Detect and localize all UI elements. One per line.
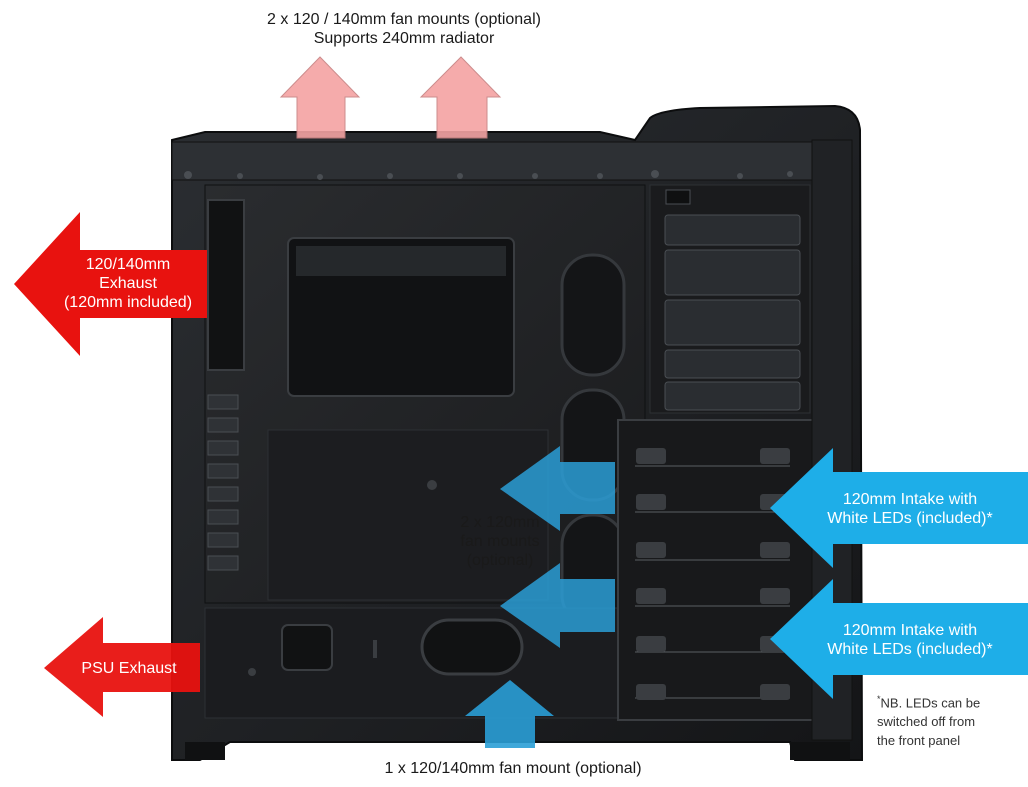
bottom-fan-mount-label: 1 x 120/140mm fan mount (optional) — [384, 760, 642, 777]
intake-top-line2: White LEDs (included)* — [827, 510, 993, 528]
footnote-line2: switched off from — [877, 714, 976, 730]
footnote-line3: the front panel — [877, 733, 961, 749]
middle-fan-mounts-label: 2 x 120mm fan mounts (optional) — [435, 513, 565, 571]
intake-bottom-line1: 120mm Intake with — [842, 622, 978, 639]
psu-exhaust-arrow — [44, 617, 200, 717]
front-intake-top-label: 120mm Intake with White LEDs (included)* — [795, 490, 1025, 528]
exhaust-label-line1: 120/140mm — [85, 256, 171, 273]
middle-label-line3: (optional) — [466, 552, 534, 570]
footnote-line1: NB. LEDs can be — [880, 695, 981, 711]
top-fan-mounts-label: 2 x 120 / 140mm fan mounts (optional) Su… — [204, 10, 604, 48]
psu-exhaust-label: PSU Exhaust — [81, 660, 177, 677]
middle-label-line1: 2 x 120mm — [460, 514, 540, 531]
top-fan-arrow-right — [419, 56, 502, 139]
intake-bottom-line2: White LEDs (included)* — [827, 641, 993, 659]
exhaust-label-line2: Exhaust — [99, 275, 157, 293]
top-fan-arrow-left — [279, 56, 361, 139]
rear-exhaust-arrow — [14, 212, 207, 356]
middle-label-line2: fan mounts — [460, 533, 540, 551]
top-label-line2: Supports 240mm radiator — [313, 30, 495, 48]
front-intake-bottom-label: 120mm Intake with White LEDs (included)* — [795, 621, 1025, 659]
exhaust-label-line3: (120mm included) — [63, 294, 193, 312]
rear-exhaust-label: 120/140mm Exhaust (120mm included) — [40, 255, 216, 313]
led-footnote: *NB. LEDs can be switched off from the f… — [877, 690, 1027, 750]
middle-fan-arrow-bottom — [500, 563, 615, 648]
intake-top-line1: 120mm Intake with — [842, 491, 978, 508]
computer-case — [171, 104, 864, 761]
top-label-line1: 2 x 120 / 140mm fan mounts (optional) — [267, 11, 541, 28]
front-intake-arrow-top — [770, 448, 1028, 568]
front-intake-arrow-bottom — [770, 579, 1028, 699]
bottom-fan-arrow — [465, 680, 554, 748]
middle-fan-arrow-top — [500, 446, 615, 531]
footnote-asterisk: * — [877, 694, 881, 704]
